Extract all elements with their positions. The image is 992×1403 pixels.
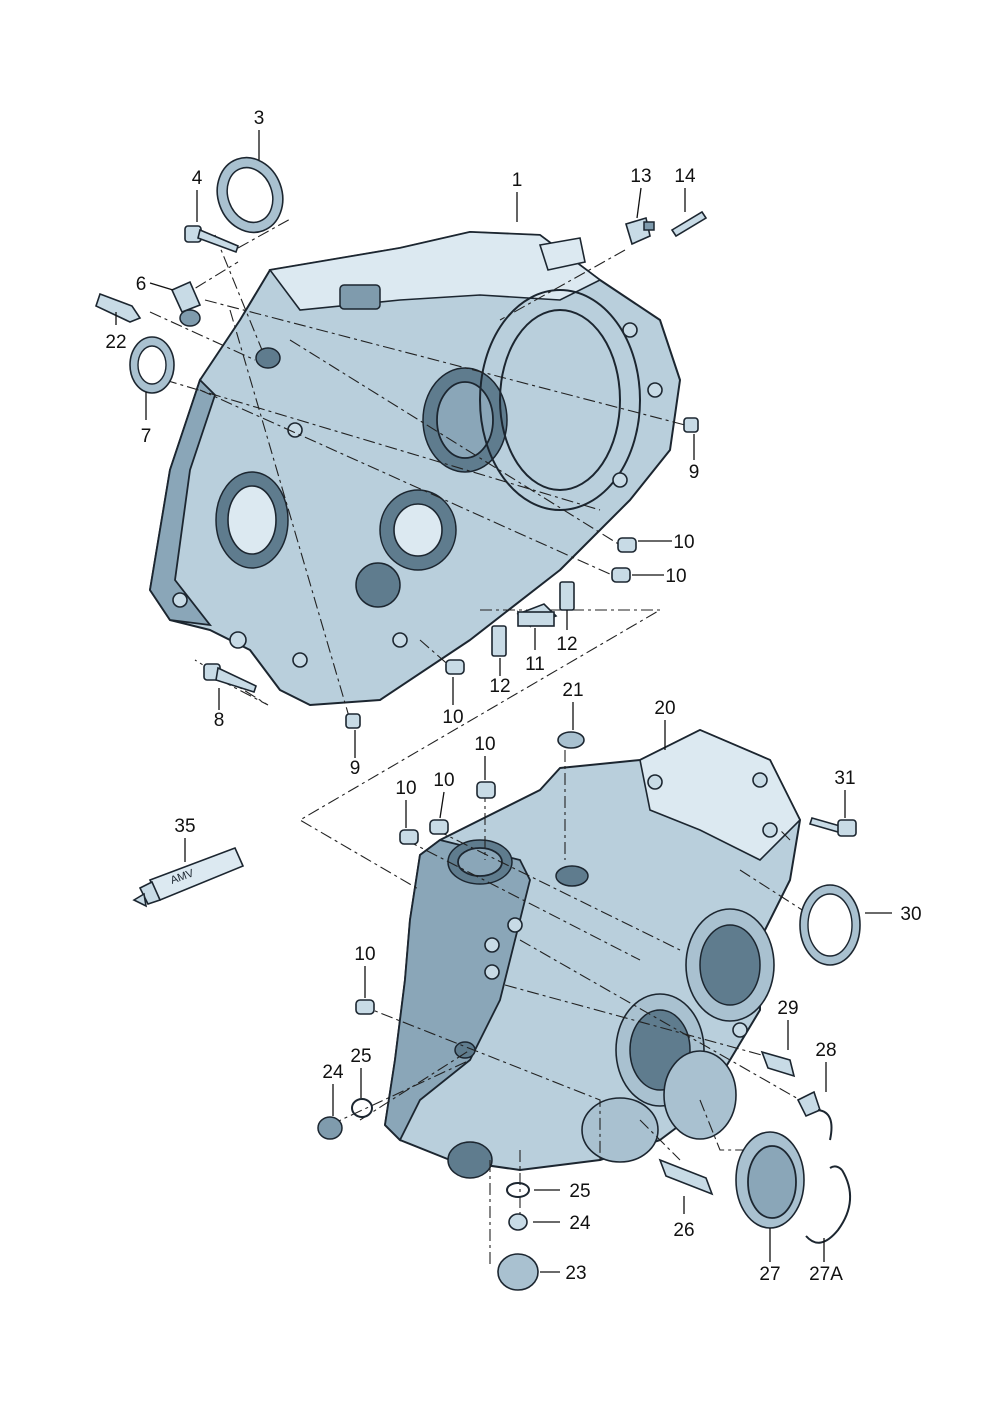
callout-1: 1 <box>512 170 523 191</box>
callout-25-right: 25 <box>569 1181 590 1202</box>
part-35-sealant-tube: AMV <box>132 846 245 908</box>
part-14-screw <box>670 210 708 238</box>
upper-gearbox-casing <box>149 231 681 706</box>
lower-gearbox-casing <box>384 729 801 1179</box>
callout-12-upper: 12 <box>556 634 577 655</box>
callout-23: 23 <box>565 1263 586 1284</box>
callout-24-left: 24 <box>322 1062 344 1083</box>
callout-10-d: 10 <box>474 734 495 755</box>
callout-14: 14 <box>674 166 696 187</box>
part-25-seal <box>351 1098 530 1198</box>
callout-24-right: 24 <box>569 1213 591 1234</box>
callout-27a: 27A <box>809 1264 843 1285</box>
callout-13: 13 <box>630 166 651 187</box>
callout-25-left: 25 <box>350 1046 371 1067</box>
callout-21: 21 <box>562 680 583 701</box>
leader-lines <box>115 130 892 1273</box>
part-4-bolt <box>184 225 239 254</box>
callout-35: 35 <box>174 816 195 837</box>
callout-10-e: 10 <box>433 770 454 791</box>
callout-12-lower: 12 <box>489 676 510 697</box>
callout-27: 27 <box>759 1264 780 1285</box>
part-6-bracket <box>170 280 202 327</box>
part-31-bolt <box>808 817 857 837</box>
callout-26: 26 <box>673 1220 694 1241</box>
part-13-sensor <box>625 216 655 246</box>
part-3-seal-ring <box>216 156 284 234</box>
callout-29: 29 <box>777 998 798 1019</box>
callout-31: 31 <box>834 768 855 789</box>
callout-3: 3 <box>254 108 265 129</box>
part-11-block <box>516 603 558 628</box>
part-12-springs <box>491 581 575 657</box>
part-22-plug <box>95 292 142 323</box>
part-21-bush <box>557 731 585 749</box>
part-24-plug <box>317 1116 528 1231</box>
callout-20: 20 <box>654 698 675 719</box>
callout-10-b: 10 <box>665 566 686 587</box>
dowel-sleeves <box>345 417 699 1015</box>
part-30-circlip <box>799 884 861 966</box>
part-29-sensor <box>760 1050 796 1078</box>
callout-10-g: 10 <box>354 944 375 965</box>
callout-22: 22 <box>105 332 126 353</box>
assembly-lines <box>149 217 811 1265</box>
callout-10-c: 10 <box>442 707 463 728</box>
callout-labels: 1 3 4 6 7 8 9 9 10 10 10 10 10 10 10 11 … <box>105 108 921 1285</box>
part-23-cap <box>497 1253 539 1291</box>
callout-8: 8 <box>214 710 225 731</box>
callout-9-lower: 9 <box>350 758 361 779</box>
callout-11: 11 <box>525 654 545 675</box>
part-28-pipe <box>796 1090 833 1141</box>
part-8-bolt <box>203 663 257 693</box>
callout-4: 4 <box>192 168 203 189</box>
callout-10-f: 10 <box>395 778 416 799</box>
part-26-switch <box>658 1158 714 1196</box>
callout-9-upper: 9 <box>689 462 700 483</box>
callout-30: 30 <box>900 904 921 925</box>
callout-28: 28 <box>815 1040 836 1061</box>
part-27-cover <box>735 1131 805 1229</box>
callout-6: 6 <box>136 274 147 295</box>
callout-7: 7 <box>141 426 152 447</box>
part-27a-circlip <box>805 1165 852 1244</box>
callout-10-a: 10 <box>673 532 694 553</box>
part-7-seal-ring <box>129 336 175 394</box>
